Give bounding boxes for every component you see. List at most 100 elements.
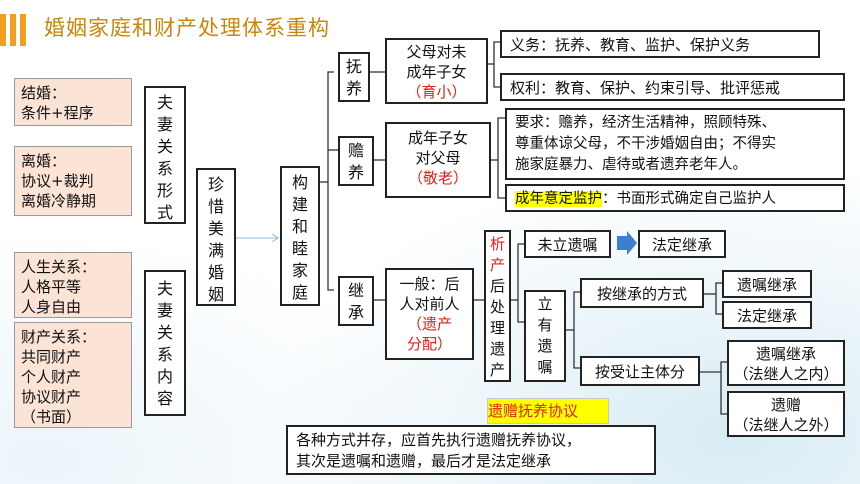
outside-heirs-text: （法继人之外） [733,416,839,434]
char: 理 [489,319,505,337]
support-box: 抚 养 [338,52,370,102]
char: 系 [156,159,173,178]
char: 满 [207,241,224,260]
char: 惜 [207,197,224,216]
bequest-box: 遗赠 （法继人之外） [727,391,845,437]
personal-label: 人生关系： [21,258,97,276]
statutory-inheritance-box-2: 法定继承 [722,301,812,329]
property-item: 个人财产 [21,368,82,386]
char: 和 [291,217,308,236]
parents-to-minors-box: 父母对未 成年子女 （育小） [385,38,488,104]
estate-distribution-tag: （遗产 [406,315,452,333]
estate-distribution-tag: 分配） [406,335,452,353]
within-heirs-text: （法继人之内） [733,365,839,383]
by-subject-box: 按受让主体分 [580,356,700,386]
marriage-detail: 条件+程序 [21,104,94,122]
spouse-relation-content-box: 夫 妻 关 系 内 容 [144,270,186,416]
char: 构 [291,173,308,192]
char: 抚 [345,57,362,76]
general-line: 人对前人 [399,295,460,313]
title-accent-bar [20,14,26,46]
testamentary-inheritance-box: 遗嘱继承 [722,270,812,298]
spouse-relation-form-box: 夫 妻 关 系 形 式 [144,86,186,224]
char: 姻 [207,285,224,304]
char: 式 [156,203,173,222]
no-will-box: 未立遗嘱 [524,230,611,258]
inheritance-box: 继 承 [338,276,374,326]
page-title: 婚姻家庭和财产处理体系重构 [44,16,330,40]
char: 产 [489,361,505,379]
raise-young-tag: （育小） [406,83,467,101]
testamentary-text: 遗嘱继承 [736,276,797,294]
bracket-line [497,117,505,199]
requirement-line: 施家庭暴力、虐待或者遗弃老年人。 [515,157,747,173]
property-label: 财产关系： [21,328,97,346]
cherish-marriage-box: 珍 惜 美 满 婚 姻 [196,168,236,306]
char: 形 [156,181,173,200]
char: 承 [347,303,364,322]
char: 夫 [156,279,173,298]
divide-then-handle-estate-box: 析 产 后 处 理 遗 产 [484,230,511,382]
statutory-text: 法定继承 [736,307,797,325]
property-relation-box: 财产关系： 共同财产 个人财产 协议财产 （书面） [14,322,132,428]
char: 后 [489,277,505,295]
marriage-label: 结婚： [21,84,67,102]
children-line: 对父母 [415,149,461,167]
statutory-text: 法定继承 [651,236,712,254]
char: 容 [156,389,173,408]
char: 建 [291,195,308,214]
char: 产 [489,256,505,274]
property-item: （书面） [21,408,82,426]
char: 婚 [207,263,224,282]
title-accent-bar [0,14,6,46]
char: 睦 [291,239,308,258]
bracket-line [517,243,524,323]
char: 系 [156,345,173,364]
general-inheritance-box: 一般：后 人对前人 （遗产 分配） [385,268,474,360]
requirement-line: 要求：赡养，经济生活精神，照顾特殊、 [515,115,776,131]
by-method-text: 按继承的方式 [596,285,687,303]
property-item: 共同财产 [21,348,82,366]
no-will-text: 未立遗嘱 [537,236,598,254]
char: 遗 [537,337,553,355]
bracket-line [720,361,727,415]
statutory-inheritance-box: 法定继承 [638,230,726,258]
guardianship-box: 成年意定监护：书面形式确定自己监护人 [505,184,845,212]
parents-line: 父母对未 [406,43,467,61]
char: 家 [291,261,308,280]
char: 赡 [347,141,364,160]
char: 析 [489,235,505,253]
char: 妻 [156,301,173,320]
elder-support-box: 赡 养 [338,136,374,186]
marriage-box: 结婚： 条件+程序 [14,78,132,126]
duty-text: 义务：抚养、教育、监护、保护义务 [510,36,751,54]
char: 夫 [156,93,173,112]
children-line: 成年子女 [407,129,468,147]
title-accent-bar [10,14,16,46]
right-arrow-icon [617,231,637,255]
priority-note-line: 各种方式并存，应首先执行遗赠抚养协议， [296,431,582,449]
adult-children-to-parents-box: 成年子女 对父母 （敬老） [385,122,491,198]
parents-line: 成年子女 [406,63,467,81]
char: 珍 [207,175,224,194]
divorce-label: 离婚： [21,152,67,170]
char: 嘱 [537,358,553,376]
char: 内 [156,367,173,386]
property-item: 协议财产 [21,388,82,406]
duty-box: 义务：抚养、教育、监护、保护义务 [500,30,820,58]
divorce-box: 离婚： 协议+裁判 离婚冷静期 [14,146,132,216]
arrow-head [271,233,279,243]
personal-relation-box: 人生关系： 人格平等 人身自由 [14,252,132,318]
bequest-support-agreement-box: 遗赠抚养协议 [487,398,609,424]
by-method-box: 按继承的方式 [580,278,704,308]
has-will-box: 立 有 遗 嘱 [524,290,566,382]
requirement-line: 尊重体谅父母，不干涉婚姻自由；不得实 [515,136,776,152]
testamentary-within-heirs-box: 遗嘱继承 （法继人之内） [727,340,845,386]
right-box: 权利：教育、保护、约束引导、批评惩戒 [500,73,845,101]
char: 立 [537,295,553,313]
requirements-box: 要求：赡养，经济生活精神，照顾特殊、 尊重体谅父母，不干涉婚姻自由；不得实 施家… [505,108,845,180]
right-text: 权利：教育、保护、约束引导、批评惩戒 [510,79,781,97]
guardianship-text: ：书面形式确定自己监护人 [602,191,776,207]
build-harmony-family-box: 构 建 和 睦 家 庭 [280,166,320,306]
